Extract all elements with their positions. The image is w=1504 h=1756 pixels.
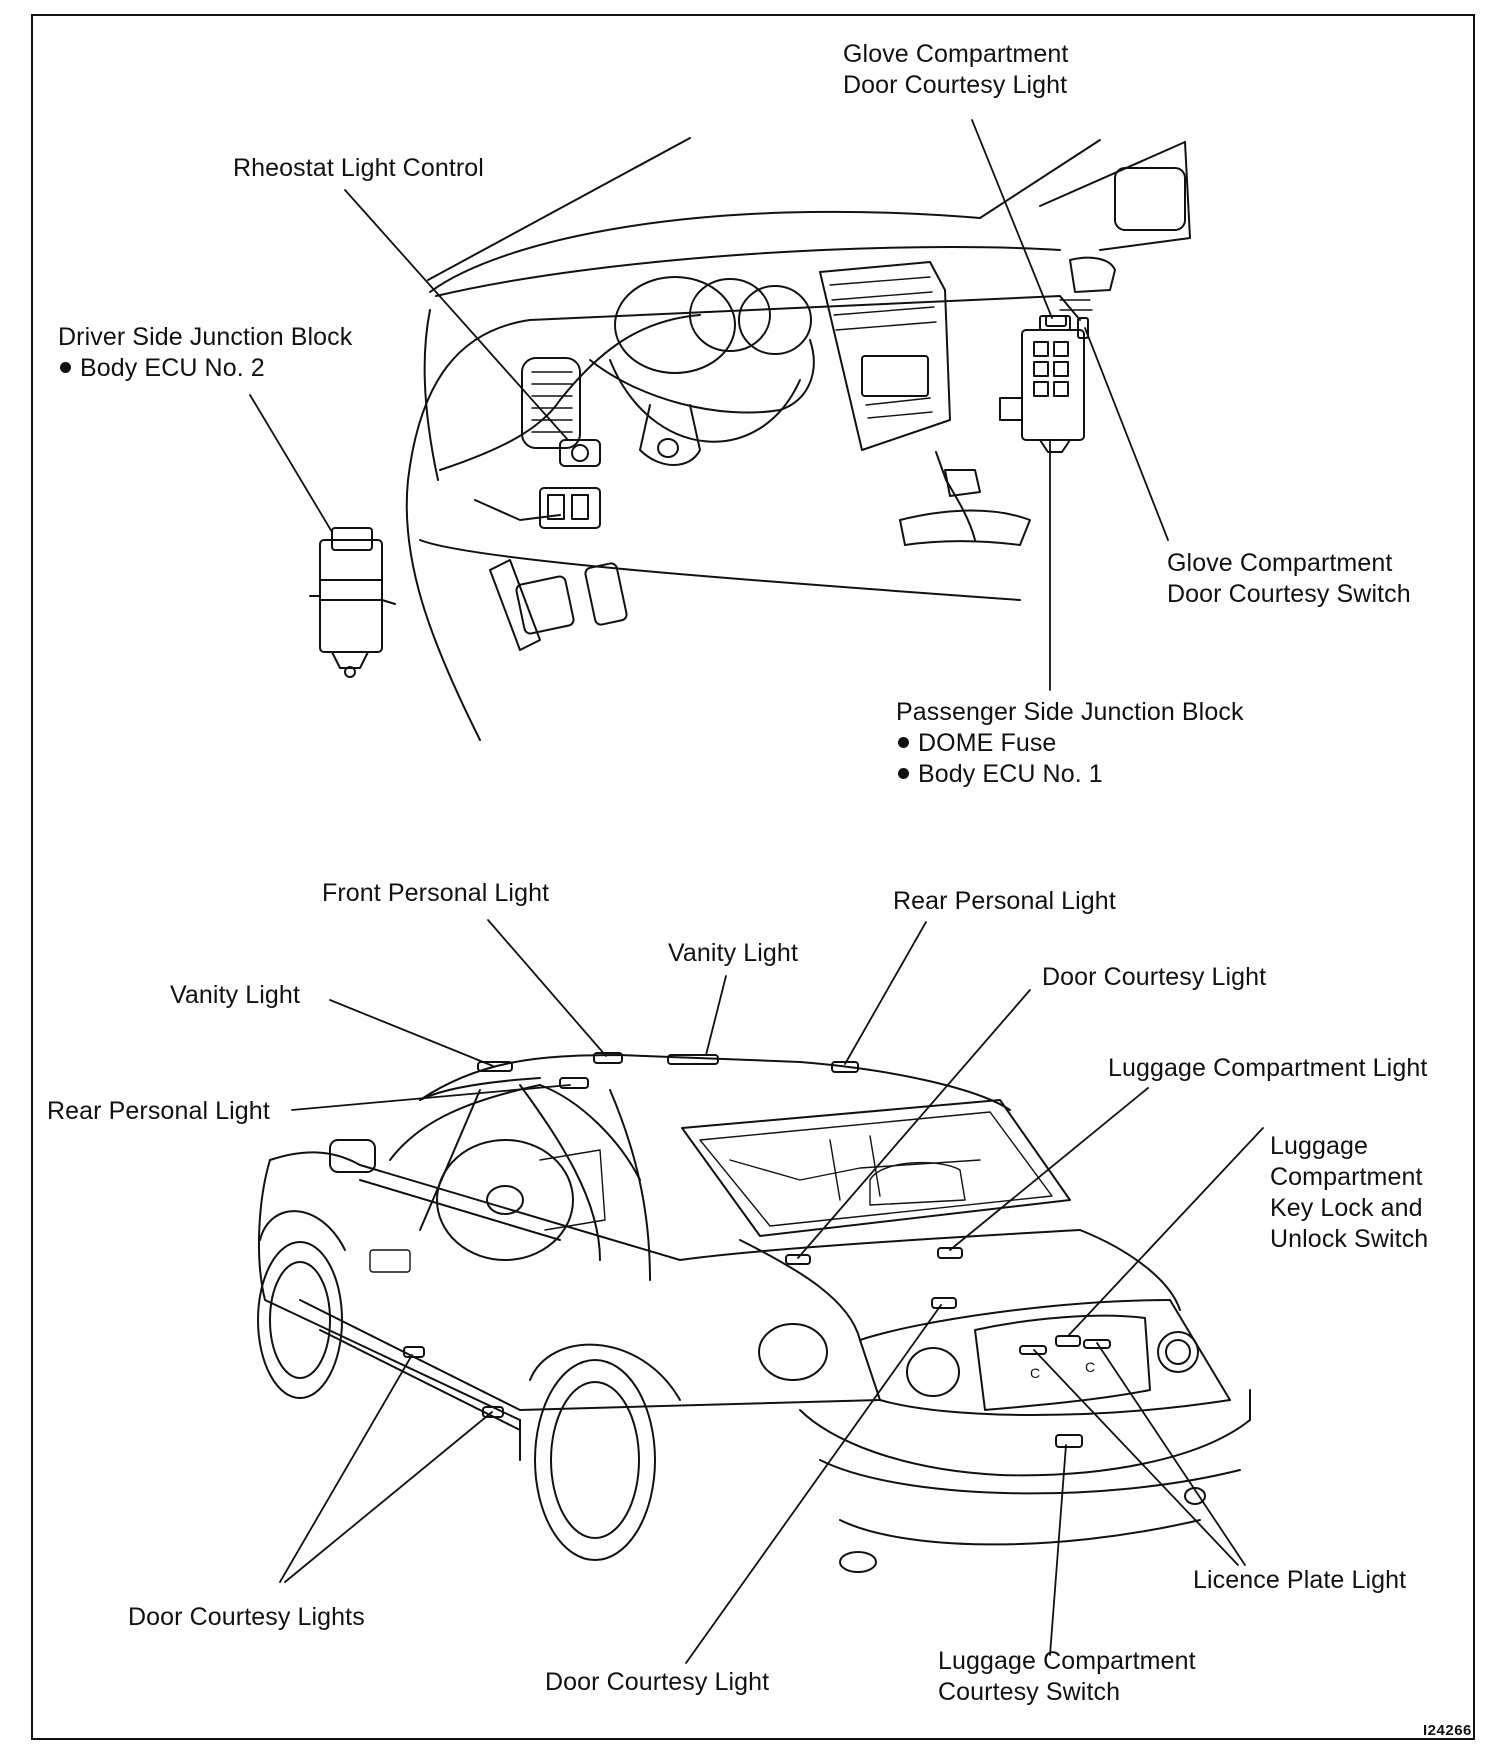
luggage-key-switch-line3: Key Lock and (1270, 1194, 1423, 1222)
glove-switch-label-line1: Glove Compartment (1167, 549, 1393, 577)
luggage-key-switch-icon (1055, 1335, 1081, 1347)
passenger-junction-block-item-1: DOME Fuse (896, 728, 1244, 759)
luggage-light-icon (937, 1247, 963, 1259)
door-courtesy-light-bottom-icon (931, 1297, 957, 1309)
car-leader-lines (279, 919, 1264, 1664)
rear-personal-light-left-label: Rear Personal Light (47, 1097, 270, 1125)
luggage-light-label: Luggage Compartment Light (1108, 1054, 1428, 1082)
passenger-junction-block-item-2: Body ECU No. 1 (896, 759, 1244, 790)
svg-text:C: C (1085, 1359, 1095, 1375)
glove-switch-label-line2: Door Courtesy Switch (1167, 580, 1411, 608)
side-mirror-icon (1114, 167, 1186, 231)
vanity-light-left-icon (477, 1061, 513, 1072)
tail-light-left-icon (758, 1323, 828, 1381)
accelerator-pedal-icon (584, 562, 628, 626)
glove-switch-icon (1077, 317, 1089, 339)
rear-personal-light-left-icon (559, 1077, 589, 1089)
front-wheel-icon (257, 1241, 343, 1399)
licence-plate-light-left-icon (1019, 1345, 1047, 1355)
front-personal-light-icon (593, 1052, 623, 1064)
glove-light-label-line1: Glove Compartment (843, 40, 1069, 68)
passenger-junction-block-label: Passenger Side Junction Block DOME Fuse … (896, 697, 1244, 790)
diagram-frame (31, 14, 1475, 1740)
steering-wheel-icon (589, 339, 815, 414)
rear-wheel-icon (534, 1359, 656, 1561)
licence-plate-area-icon (974, 1314, 1151, 1411)
luggage-key-switch-label: Luggage Compartment Key Lock and Unlock … (1270, 1131, 1428, 1255)
switch-panel-icon (539, 487, 601, 529)
bullet-icon (898, 737, 909, 749)
driver-junction-block-item: Body ECU No. 2 (58, 353, 352, 384)
rear-personal-light-right-icon (831, 1061, 859, 1073)
luggage-key-switch-line4: Unlock Switch (1270, 1225, 1429, 1253)
steering-wheel-icon (436, 1139, 574, 1261)
glove-switch-label: Glove Compartment Door Courtesy Switch (1167, 548, 1411, 610)
luggage-key-switch-line1: Luggage (1270, 1132, 1369, 1160)
dashboard-leader-lines (249, 119, 1169, 691)
luggage-switch-line2: Courtesy Switch (938, 1678, 1121, 1706)
left-vent-icon (521, 357, 581, 449)
svg-text:C: C (1030, 1365, 1040, 1381)
bullet-icon (898, 768, 909, 780)
door-courtesy-light-top-label: Door Courtesy Light (1042, 963, 1267, 991)
driver-junction-block-label: Driver Side Junction Block Body ECU No. … (58, 322, 352, 384)
glove-light-icon (1045, 315, 1067, 327)
exhaust-right-icon (1184, 1487, 1206, 1505)
vanity-light-center-label: Vanity Light (668, 939, 798, 967)
brake-pedal-icon (489, 559, 541, 651)
luggage-switch-icon (1055, 1434, 1083, 1448)
center-console-icon (819, 261, 951, 451)
rheostat-knob-icon (559, 439, 601, 467)
car-illustration: C C (257, 1052, 1251, 1573)
rear-window-icon (681, 1099, 1071, 1237)
door-courtesy-light-front-icon (403, 1346, 425, 1358)
vanity-light-left-label: Vanity Light (170, 981, 300, 1009)
passenger-junction-block-icon (999, 315, 1085, 453)
door-courtesy-light-top-icon (785, 1254, 811, 1265)
luggage-switch-label: Luggage Compartment Courtesy Switch (938, 1646, 1196, 1708)
glove-light-label: Glove Compartment Door Courtesy Light (843, 39, 1068, 101)
glove-light-label-line2: Door Courtesy Light (843, 71, 1068, 99)
rear-personal-light-right-label: Rear Personal Light (893, 887, 1116, 915)
figure-id: I24266 (1423, 1722, 1472, 1739)
tail-light-right-icon (1157, 1331, 1199, 1373)
front-personal-light-label: Front Personal Light (322, 879, 550, 907)
vanity-light-center-icon (667, 1054, 719, 1065)
rheostat-label: Rheostat Light Control (233, 154, 484, 182)
licence-plate-light-right-icon (1083, 1339, 1111, 1349)
exhaust-left-icon (839, 1551, 877, 1573)
driver-junction-block-icon (309, 527, 396, 678)
door-courtesy-light-rear-icon (482, 1406, 504, 1418)
bullet-icon (60, 362, 71, 374)
luggage-key-switch-line2: Compartment (1270, 1163, 1423, 1191)
door-courtesy-light-bottom-label: Door Courtesy Light (545, 1668, 770, 1696)
driver-junction-block-title: Driver Side Junction Block (58, 323, 353, 351)
door-courtesy-lights-label: Door Courtesy Lights (128, 1603, 365, 1631)
dashboard-illustration (309, 137, 1191, 741)
side-mirror-icon (329, 1139, 376, 1173)
right-vent-icon (1069, 256, 1116, 293)
gauge-left-icon (614, 276, 736, 374)
passenger-junction-block-title: Passenger Side Junction Block (896, 698, 1244, 726)
luggage-switch-line1: Luggage Compartment (938, 1647, 1196, 1675)
licence-plate-light-label: Licence Plate Light (1193, 1566, 1407, 1594)
